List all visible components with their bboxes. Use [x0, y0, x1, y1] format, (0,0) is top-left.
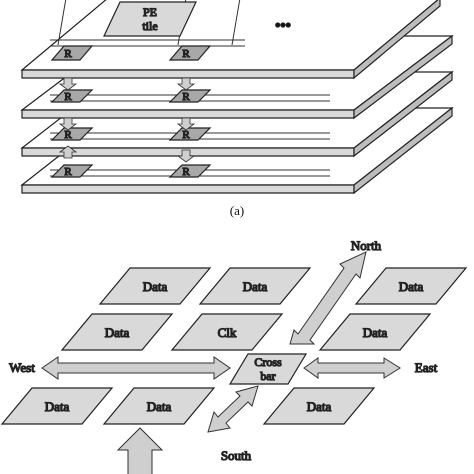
router-l4-right — [168, 164, 212, 178]
router-l3-right — [168, 127, 212, 141]
vertical-arrow-icon — [58, 77, 78, 91]
router-l2-left — [50, 89, 94, 103]
north-label: North — [351, 238, 382, 253]
router-l2-right — [168, 89, 212, 103]
router-label: R — [64, 166, 72, 178]
part-a-stacked-layers: R R R R R R — [20, 0, 454, 195]
cell-mid-3: Data — [318, 313, 432, 351]
cell-label: Data — [399, 279, 424, 294]
vertical-arrow-icon — [58, 117, 78, 131]
crossbar: Cross bar — [228, 353, 308, 385]
layer-1: PE tile R R ••• — [20, 0, 441, 80]
layer-3-side — [353, 70, 453, 158]
cell-label: Data — [243, 279, 268, 294]
layer-1-edge — [21, 69, 355, 79]
router-l1-right — [168, 45, 212, 61]
cell-label: Data — [363, 325, 388, 340]
cell-label: Data — [147, 399, 172, 414]
cell-top-1: Data — [98, 267, 212, 305]
router-l4-left — [50, 164, 94, 178]
router-label: R — [182, 166, 190, 178]
layer-4-side — [353, 106, 453, 195]
router-label: R — [64, 91, 72, 103]
west-arrow-icon — [41, 356, 231, 380]
cell-mid-1: Data — [60, 313, 174, 351]
cell-label: Data — [143, 279, 168, 294]
cell-bot-3: Data — [262, 387, 376, 425]
south-label: South — [221, 448, 252, 463]
router-label: R — [182, 129, 190, 141]
cell-bot-2: Data — [102, 387, 216, 425]
pe-tile — [103, 1, 197, 37]
router-label: R — [182, 48, 190, 60]
input-arrow-icon — [116, 427, 164, 474]
east-label: East — [415, 360, 438, 375]
cell-label: Data — [45, 399, 70, 414]
pe-tile-label-line2: tile — [142, 19, 157, 33]
cell-bot-1: Data — [0, 387, 114, 425]
cell-mid-2: Clk — [170, 313, 284, 351]
layer-2-edge — [21, 109, 355, 119]
cell-label: Data — [307, 399, 332, 414]
cell-label: Clk — [218, 325, 237, 340]
vertical-arrow-icon — [176, 149, 196, 163]
router-label: R — [182, 91, 190, 103]
vertical-arrow-icon — [176, 117, 196, 131]
vertical-arrow-icon — [58, 145, 78, 159]
east-arrow-icon — [303, 357, 401, 379]
layer-2-side — [353, 34, 453, 120]
router-l1-left — [50, 45, 94, 61]
layer-4-edge — [21, 184, 355, 194]
crossbar-label-line1: Cross — [254, 355, 282, 369]
router-label: R — [64, 129, 72, 141]
ellipsis-more-tiles: ••• — [275, 18, 291, 34]
cell-top-3: Data — [354, 267, 468, 305]
north-arrow-icon — [289, 251, 367, 345]
vertical-links — [58, 77, 196, 163]
layer-1-side — [353, 0, 441, 80]
router-l3-left — [50, 127, 94, 141]
vertical-arrow-icon — [176, 77, 196, 91]
west-label: West — [9, 360, 35, 375]
south-arrow-icon — [207, 385, 259, 433]
part-b-router-detail: Data Data Data Data Clk Data Cross bar — [0, 237, 468, 474]
router-label: R — [64, 48, 72, 60]
cell-top-2: Data — [198, 267, 312, 305]
cell-label: Data — [105, 325, 130, 340]
crossbar-label-line2: bar — [260, 369, 275, 383]
pe-tile-label-line1: PE — [143, 5, 157, 19]
direction-arrows — [41, 251, 401, 474]
caption-a: (a) — [230, 203, 244, 218]
